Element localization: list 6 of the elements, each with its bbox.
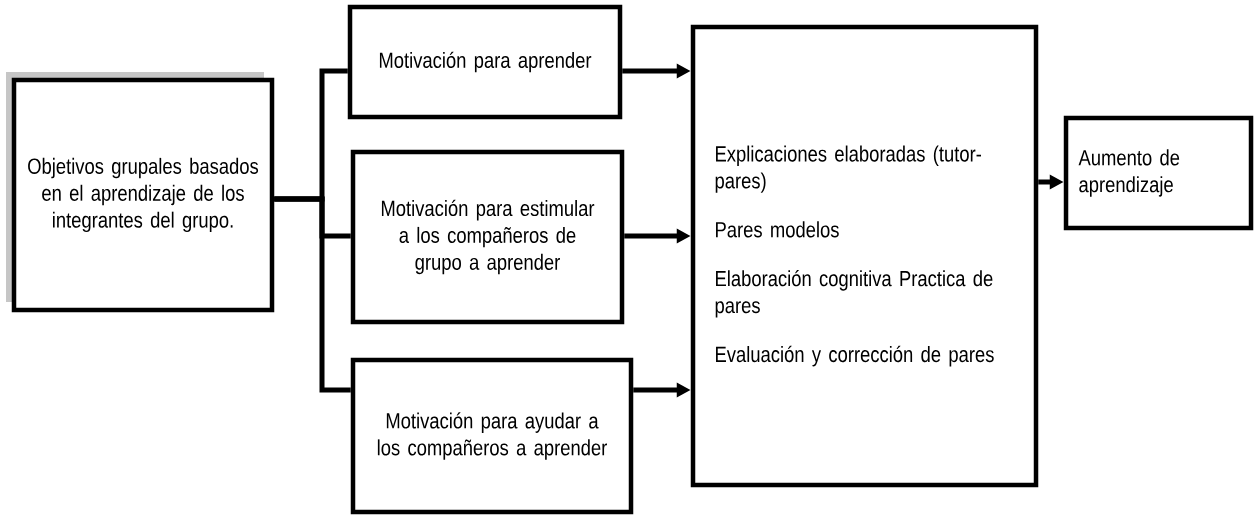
process-box: Explicaciones elaboradas (tutor-pares) Pares modelos Elaboración cognitiva Practica de pares Evaluación y corrección de pares	[690, 24, 1039, 488]
process-box: Motivación para ayudar a los compañeros a aprender	[350, 357, 634, 515]
process-box: Motivación para estimular a los compañeros de grupo a aprender	[350, 149, 625, 325]
process-box: Motivación para aprender	[347, 4, 623, 120]
process-box: Aumento de aprendizaje	[1063, 115, 1254, 231]
process-box: Objetivos grupales basados en el aprendizaje de los integrantes del grupo.	[6, 72, 275, 313]
